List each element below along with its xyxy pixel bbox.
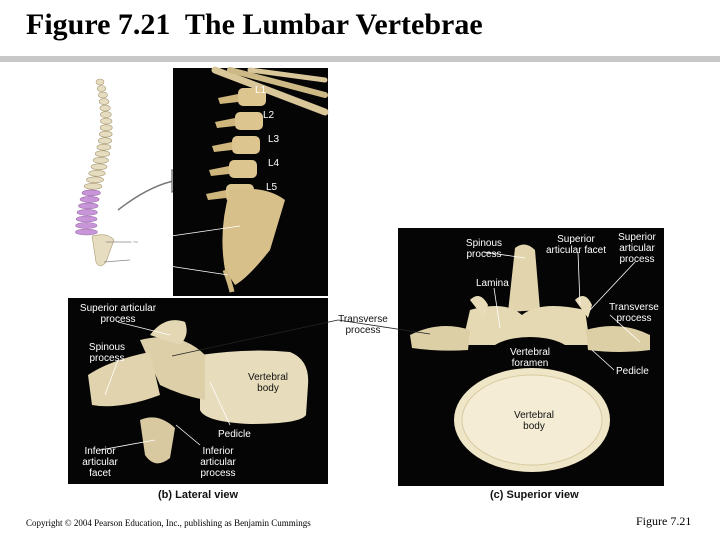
vertebra-segment — [92, 157, 109, 164]
vertebra-segment — [96, 143, 112, 151]
lumbar-segment — [76, 209, 98, 216]
label-inferior-articular-facet: Inferior articular facet — [82, 446, 118, 479]
label-lamina: Lamina — [476, 278, 509, 289]
vertebra-segment — [88, 170, 106, 177]
vertebra-segment — [95, 78, 105, 86]
label-vertebral-foramen: Vertebral foramen — [509, 347, 551, 369]
lumbar-spinous-process — [218, 94, 238, 104]
label-l5: L5 — [266, 182, 278, 193]
vertebra-segment — [86, 176, 104, 184]
copyright-notice: Copyright © 2004 Pearson Education, Inc.… — [26, 518, 311, 528]
vertebra-segment — [99, 104, 111, 112]
label-superior-articular-facet: Superior articular facet — [545, 234, 607, 256]
vertebra-segment — [83, 183, 103, 190]
lumbar-spinous-process — [215, 118, 235, 128]
vertebra-segment — [100, 111, 112, 118]
spine-illustration — [75, 78, 198, 267]
vertebra-segment — [98, 98, 110, 105]
vertebra-segment — [90, 163, 108, 171]
label-spinous-process-c: Spinous process — [465, 238, 503, 260]
label-l3: L3 — [268, 134, 280, 145]
label-pedicle-b: Pedicle — [218, 429, 251, 440]
label-superior-articular-process-b: Superior articular process — [79, 303, 157, 325]
lumbar-vertebral-body — [235, 112, 263, 130]
vertebra-segment — [96, 85, 107, 92]
lumbar-segment — [75, 222, 98, 229]
lumbar-segment — [81, 189, 101, 197]
title-divider — [0, 56, 720, 62]
lumbar-vertebral-body — [232, 136, 260, 154]
panel-c-caption: (c) Superior view — [490, 489, 579, 501]
page-title: Figure 7.21 The Lumbar Vertebrae — [26, 8, 483, 41]
lumbar-spinous-process — [209, 166, 229, 176]
label-coccyx: Coccyx — [130, 255, 163, 266]
lumbar-spinous-process — [206, 190, 226, 200]
lumbar-segment — [79, 196, 100, 203]
label-vertebral-body-b: Vertebral body — [247, 372, 289, 394]
lumbar-vertebral-body — [238, 88, 266, 106]
label-superior-articular-process-c: Superior articular process — [618, 232, 656, 265]
panel-a-photo — [173, 66, 329, 296]
label-inferior-articular-process: Inferior articular process — [200, 446, 236, 479]
lumbar-spinous-process — [212, 142, 232, 152]
vertebra-segment — [99, 130, 113, 138]
lumbar-segment — [75, 215, 98, 223]
label-spinous-process-b: Spinous process — [88, 342, 126, 364]
lumbar-segment — [78, 202, 99, 210]
lumbar-segment — [75, 228, 98, 236]
panel-b-photo — [68, 298, 328, 484]
panel-a-caption: (a) — [155, 284, 168, 295]
label-vertebral-body-c: Vertebral body — [513, 410, 555, 432]
lumbar-vertebral-body — [229, 160, 257, 178]
label-l4: L4 — [268, 158, 280, 169]
vertebra-segment — [94, 150, 111, 157]
label-l1: L1 — [255, 85, 267, 96]
label-transverse-process-shared: Transverse process — [338, 314, 388, 336]
label-l2: L2 — [263, 110, 275, 121]
vertebra-segment — [98, 137, 113, 144]
vertebra-segment — [99, 124, 113, 131]
label-transverse-process-c: Transverse process — [609, 302, 659, 324]
label-sacrum: Sacrum — [130, 238, 165, 249]
panel-c-photo — [398, 228, 664, 486]
figure-number: Figure 7.21 — [636, 514, 692, 528]
vertebra-segment — [100, 117, 113, 125]
label-pedicle-c: Pedicle — [616, 366, 649, 377]
vertebra-segment — [98, 91, 108, 99]
panel-b-caption: (b) Lateral view — [158, 489, 239, 501]
